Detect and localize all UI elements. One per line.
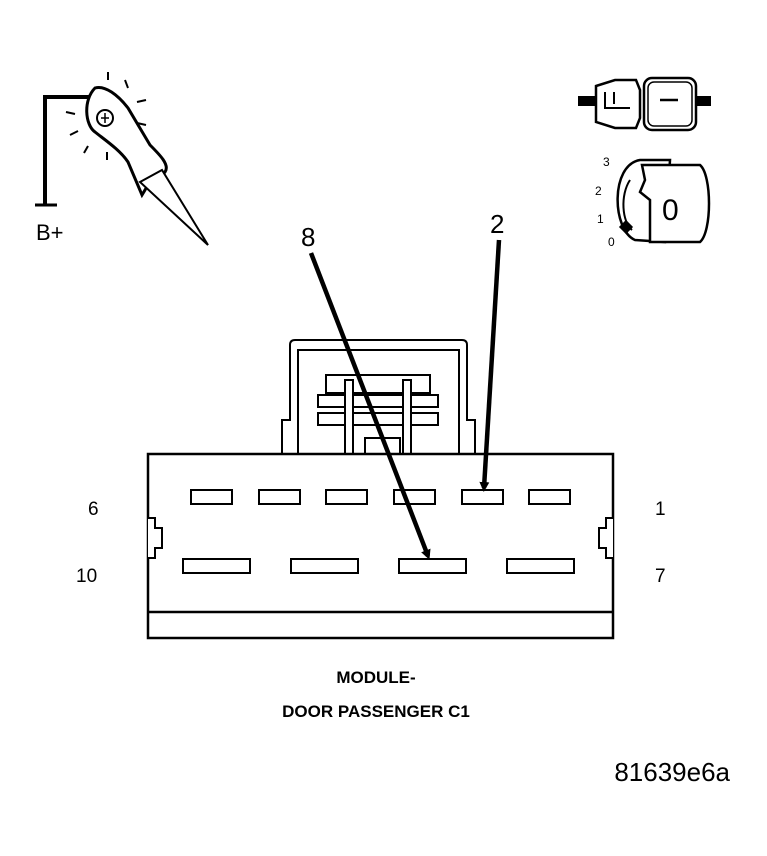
connector-body	[146, 339, 615, 640]
caption-line-1: MODULE-	[336, 668, 415, 687]
connector-icon	[578, 76, 711, 132]
callout-label-2: 2	[490, 209, 504, 239]
callout-arrow-2	[479, 239, 502, 492]
ignition-switch-icon	[616, 158, 711, 244]
ignition-position-0: 0	[608, 235, 615, 249]
ignition-position-1: 1	[597, 212, 604, 226]
caption-line-2: DOOR PASSENGER C1	[282, 702, 470, 721]
ignition-position-2: 2	[595, 184, 602, 198]
supply-label: B+	[36, 220, 64, 245]
ignition-key-label: 0	[662, 194, 679, 227]
test-light-probe-icon	[35, 72, 209, 246]
pin-label-top-left: 6	[88, 499, 99, 520]
figure-id: 81639e6a	[614, 757, 730, 787]
callout-arrow-8	[308, 252, 431, 560]
pin-label-bottom-right: 7	[655, 566, 666, 587]
callout-label-8: 8	[301, 222, 315, 252]
ignition-position-3: 3	[603, 155, 610, 169]
pin-label-bottom-left: 10	[76, 566, 97, 587]
pin-label-top-right: 1	[655, 499, 666, 520]
